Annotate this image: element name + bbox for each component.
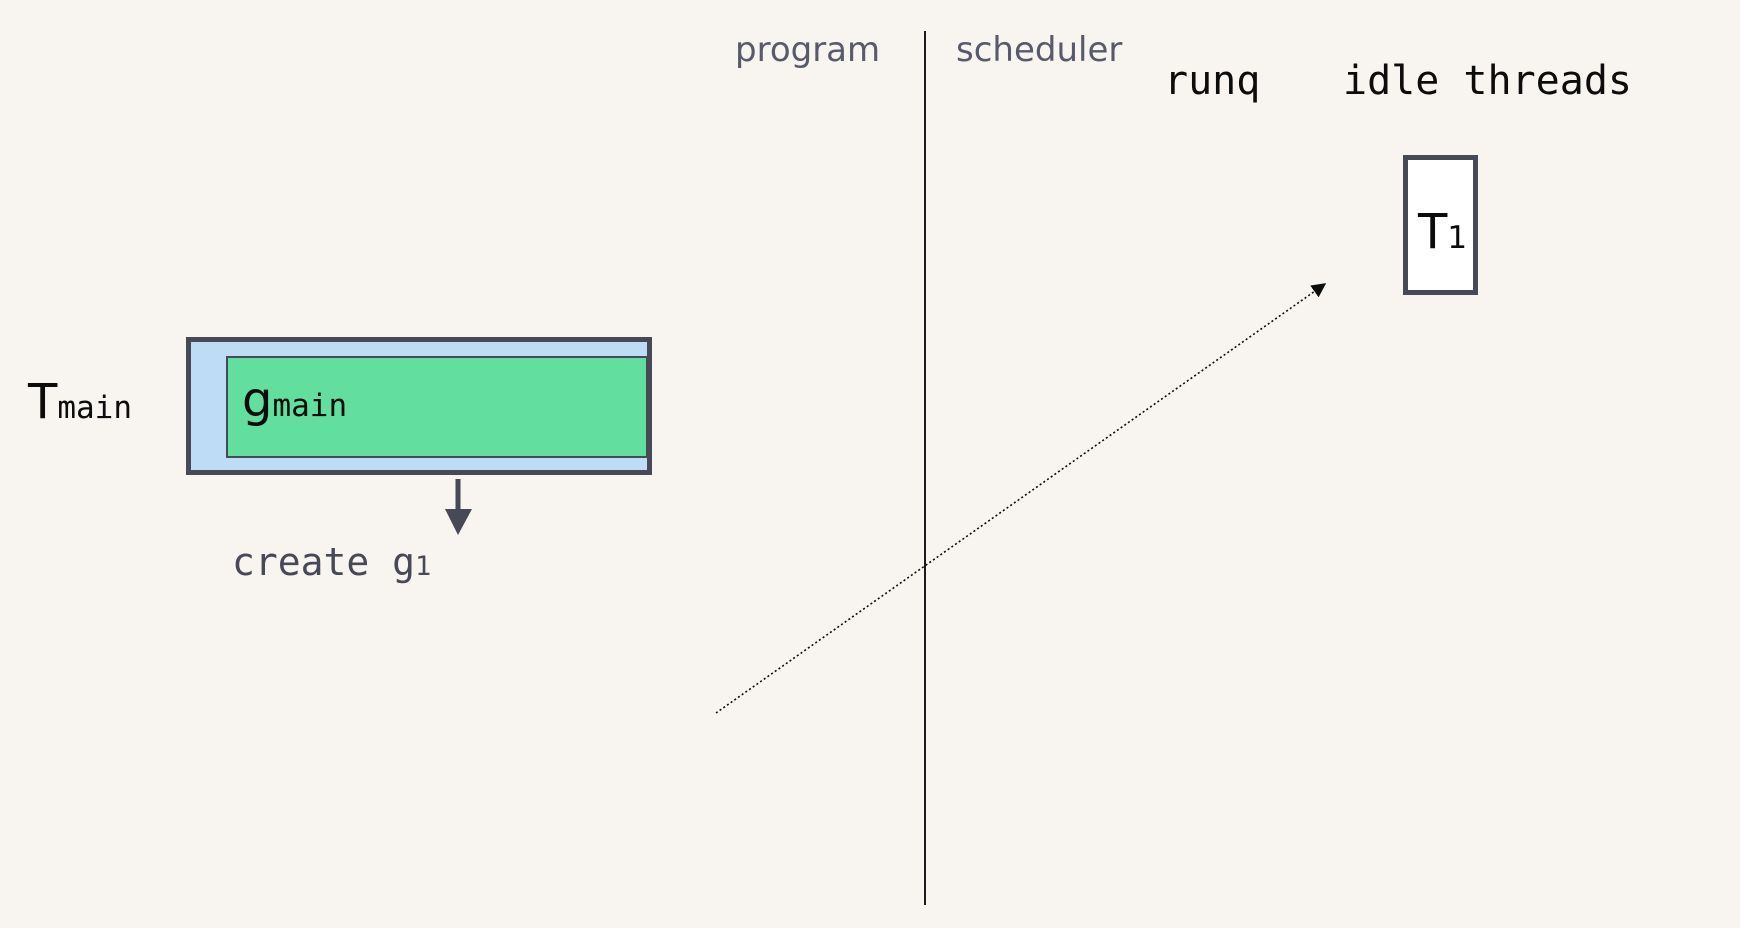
create-arrow-head xyxy=(445,509,472,535)
main-goroutine-label: gmain xyxy=(242,376,347,424)
idle-thread-box: T1 xyxy=(1403,155,1478,295)
create-goroutine-label-text: create g xyxy=(232,540,416,584)
main-goroutine-box: gmain xyxy=(226,356,648,458)
handoff-dotted-arrow xyxy=(715,283,1327,714)
idle-thread-label-base: T xyxy=(1418,204,1448,260)
create-goroutine-label: create g1 xyxy=(232,540,431,584)
idle-thread-label: T1 xyxy=(1418,208,1467,256)
idle-threads-label: idle threads xyxy=(1343,58,1632,104)
main-thread-label-subscript: main xyxy=(57,390,132,426)
runq-label: runq xyxy=(1164,58,1261,104)
create-goroutine-label-subscript: 1 xyxy=(415,551,432,582)
main-goroutine-label-subscript: main xyxy=(272,388,348,424)
main-goroutine-label-base: g xyxy=(242,372,273,428)
program-scheduler-divider xyxy=(924,31,926,905)
idle-thread-label-subscript: 1 xyxy=(1447,220,1468,256)
program-label: program xyxy=(735,30,881,70)
scheduler-label: scheduler xyxy=(956,30,1123,70)
main-thread-label-base: T xyxy=(28,374,58,430)
main-thread-label: Tmain xyxy=(28,378,132,426)
